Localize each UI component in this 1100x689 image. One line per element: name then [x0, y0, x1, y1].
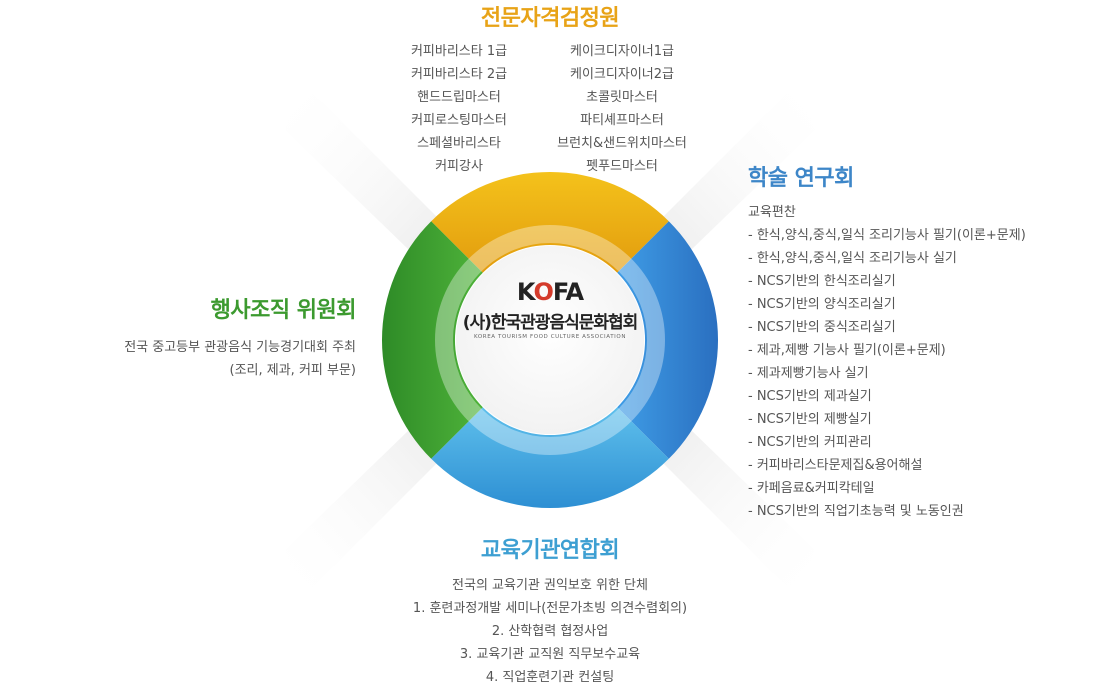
center-disc — [456, 246, 644, 434]
list-item: - NCS기반의 제과실기 — [748, 389, 872, 404]
list-item: (조리, 제과, 커피 부문) — [229, 363, 357, 378]
list-item: 4. 직업훈련기관 컨설팅 — [485, 670, 615, 685]
segment-bottom — [431, 407, 669, 509]
top-right-list: 케이크디자이너1급 케이크디자이너2급 초콜릿마스터 파티셰프마스터 브런치&샌… — [522, 40, 722, 178]
right-list: 교육편찬 - 한식,양식,중식,일식 조리기능사 필기(이론+문제) - 한식,… — [748, 201, 1026, 523]
list-item: 커피강사 — [435, 159, 483, 174]
list-item: - NCS기반의 한식조리실기 — [748, 274, 896, 289]
list-item: - 카페음료&커피칵테일 — [748, 481, 875, 496]
list-item: - 한식,양식,중식,일식 조리기능사 실기 — [748, 251, 957, 266]
list-item: 브런치&샌드위치마스터 — [557, 136, 687, 151]
kofa-logo-text: KOFA — [516, 278, 584, 306]
list-item: 2. 산학협력 협정사업 — [491, 624, 609, 639]
list-item: 케이크디자이너2급 — [570, 67, 674, 82]
list-item: - NCS기반의 커피관리 — [748, 435, 872, 450]
title-right: 학술 연구회 — [748, 166, 854, 191]
list-item: 초콜릿마스터 — [586, 90, 658, 105]
title-bottom: 교육기관연합회 — [480, 538, 620, 563]
list-item: 파티셰프마스터 — [580, 113, 664, 128]
list-item: - 커피바리스타문제집&용어해설 — [748, 458, 923, 473]
list-item: 전국의 교육기관 권익보호 위한 단체 — [452, 578, 648, 593]
list-item: 3. 교육기관 교직원 직무보수교육 — [459, 647, 641, 662]
inner-ring-band — [435, 225, 665, 455]
title-left: 행사조직 위원회 — [210, 298, 357, 323]
kofa-logo: KOFA — [440, 278, 660, 306]
organization-name-en: KOREA TOURISM FOOD CULTURE ASSOCIATION — [473, 334, 627, 340]
list-item: - NCS기반의 직업기초능력 및 노동인권 — [748, 504, 964, 519]
list-item: 핸드드립마스터 — [417, 90, 501, 105]
center-logo: KOFA (사)한국관광음식문화협회 KOREA TOURISM FOOD CU… — [440, 278, 660, 340]
segment-top — [431, 171, 669, 273]
segment-left — [381, 221, 483, 459]
list-item: - NCS기반의 제빵실기 — [748, 412, 872, 427]
list-item: 커피바리스타 2급 — [410, 67, 508, 82]
list-item: - NCS기반의 중식조리실기 — [748, 320, 896, 335]
title-top: 전문자격검정원 — [480, 6, 620, 31]
list-item: 전국 중고등부 관광음식 기능경기대회 주최 — [124, 340, 356, 355]
segment-right — [617, 221, 719, 459]
list-item: - NCS기반의 양식조리실기 — [748, 297, 896, 312]
list-item: - 제과,제빵 기능사 필기(이론+문제) — [748, 343, 946, 358]
list-item: 커피로스팅마스터 — [411, 113, 507, 128]
left-list: 전국 중고등부 관광음식 기능경기대회 주최 (조리, 제과, 커피 부문) — [0, 336, 356, 382]
list-item: 펫푸드마스터 — [586, 159, 658, 174]
bottom-list: 전국의 교육기관 권익보호 위한 단체 1. 훈련과정개발 세미나(전문가초빙 … — [0, 574, 1100, 689]
list-item: 커피바리스타 1급 — [410, 44, 508, 59]
top-left-list: 커피바리스타 1급 커피바리스타 2급 핸드드립마스터 커피로스팅마스터 스페셜… — [359, 40, 559, 178]
list-item: 교육편찬 — [748, 205, 796, 220]
list-item: - 한식,양식,중식,일식 조리기능사 필기(이론+문제) — [748, 228, 1026, 243]
list-item: 스페셜바리스타 — [417, 136, 501, 151]
list-item: 케이크디자이너1급 — [570, 44, 674, 59]
list-item: 1. 훈련과정개발 세미나(전문가초빙 의견수렴회의) — [412, 601, 688, 616]
list-item: - 제과제빵기능사 실기 — [748, 366, 869, 381]
organization-name: (사)한국관광음식문화협회 — [462, 313, 639, 333]
